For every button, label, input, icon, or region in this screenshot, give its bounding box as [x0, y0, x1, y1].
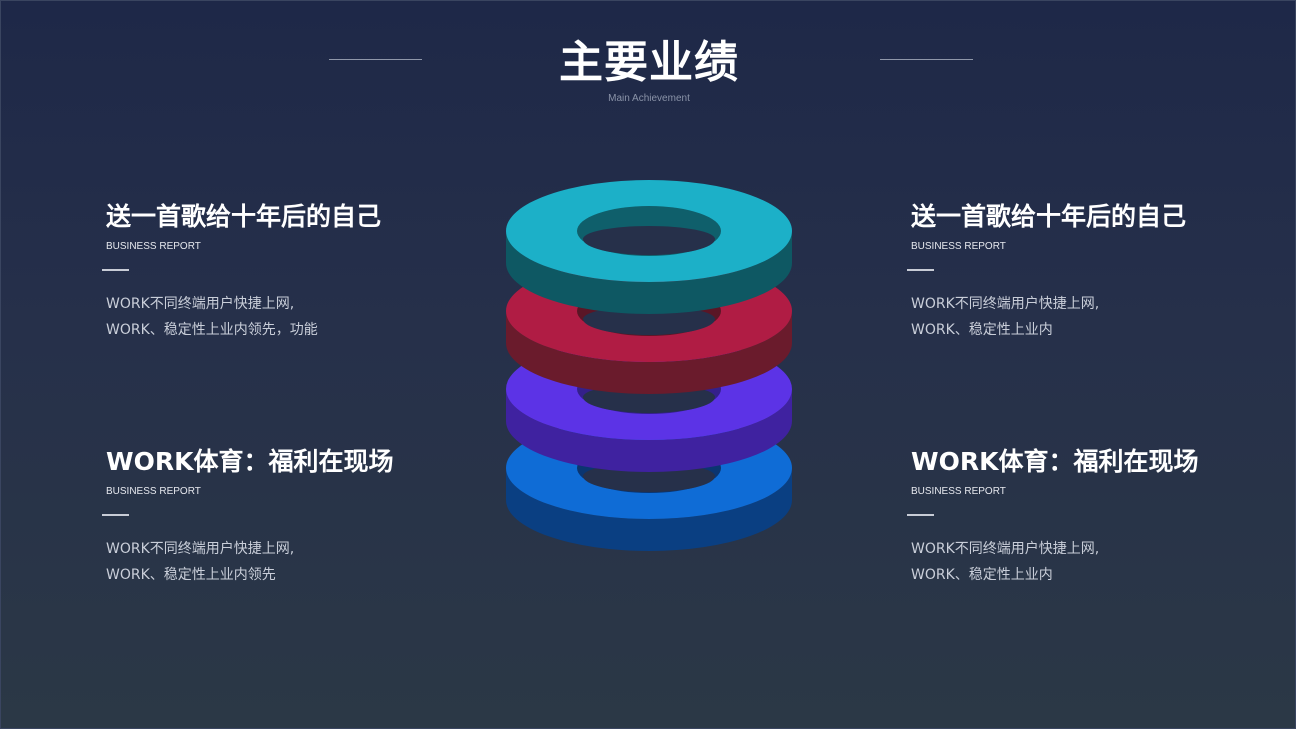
block-description-line: WORK、稳定性上业内领先 — [106, 567, 276, 583]
block-divider — [907, 269, 934, 271]
block-description-line: WORK不同终端用户快捷上网, — [106, 296, 295, 312]
block-tag: BUSINESS REPORT — [106, 486, 201, 497]
achievement-block-left-top: 送一首歌给十年后的自己 BUSINESS REPORT WORK不同终端用户快捷… — [102, 201, 436, 343]
block-description-line: WORK、稳定性上业内 — [911, 322, 1053, 338]
block-tag: BUSINESS REPORT — [911, 486, 1006, 497]
page-title: 主要业绩 — [559, 37, 739, 88]
achievement-block-right-top: 送一首歌给十年后的自己 BUSINESS REPORT WORK不同终端用户快捷… — [907, 201, 1241, 343]
block-heading: WORK体育：福利在现场 — [911, 447, 1199, 476]
ring-teal — [506, 180, 792, 314]
block-description-line: WORK、稳定性上业内 — [911, 567, 1053, 583]
title-decoration-line-left — [329, 59, 422, 60]
block-tag: BUSINESS REPORT — [106, 241, 201, 252]
block-divider — [102, 514, 129, 516]
ring-side — [506, 389, 792, 472]
block-description-line: WORK不同终端用户快捷上网, — [106, 541, 295, 557]
block-tag: BUSINESS REPORT — [911, 241, 1006, 252]
block-divider — [102, 269, 129, 271]
block-description: WORK不同终端用户快捷上网, WORK、稳定性上业内 — [911, 291, 1241, 343]
page-subtitle: Main Achievement — [608, 93, 690, 104]
block-description: WORK不同终端用户快捷上网, WORK、稳定性上业内领先 — [106, 536, 436, 588]
block-heading: 送一首歌给十年后的自己 — [106, 202, 382, 231]
ring-side — [506, 311, 792, 394]
block-description-line: WORK、稳定性上业内领先，功能 — [106, 322, 318, 338]
achievement-block-right-bottom: WORK体育：福利在现场 BUSINESS REPORT WORK不同终端用户快… — [907, 446, 1241, 588]
block-description-line: WORK不同终端用户快捷上网, — [911, 296, 1100, 312]
block-divider — [907, 514, 934, 516]
block-heading: 送一首歌给十年后的自己 — [911, 202, 1187, 231]
block-description: WORK不同终端用户快捷上网, WORK、稳定性上业内 — [911, 536, 1241, 588]
block-description-line: WORK不同终端用户快捷上网, — [911, 541, 1100, 557]
block-description: WORK不同终端用户快捷上网, WORK、稳定性上业内领先，功能 — [106, 291, 436, 343]
ring-hole-opening — [583, 226, 715, 255]
block-heading: WORK体育：福利在现场 — [106, 447, 394, 476]
ring-hole-opening — [583, 306, 715, 335]
achievement-block-left-bottom: WORK体育：福利在现场 BUSINESS REPORT WORK不同终端用户快… — [102, 446, 436, 588]
ring-side — [506, 468, 792, 551]
title-decoration-line-right — [880, 59, 973, 60]
ring-side — [506, 231, 792, 314]
stacked-rings-illustration — [506, 180, 792, 551]
